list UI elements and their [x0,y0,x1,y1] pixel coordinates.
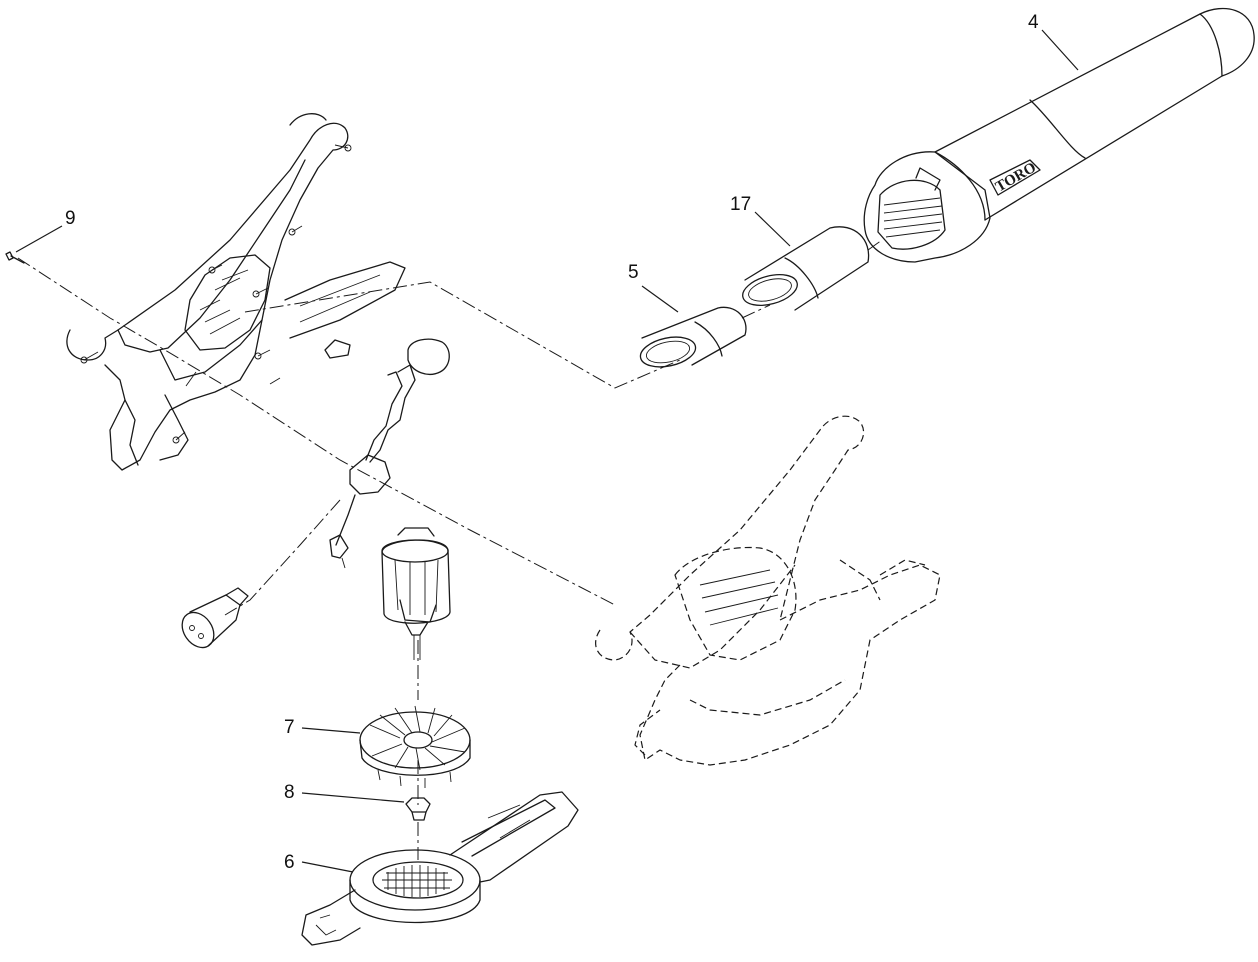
switch-wire-harness [329,338,450,569]
leader-line-4 [1041,29,1079,71]
leader-line-6 [301,861,354,873]
brand-mark: TORO [993,160,1039,196]
lower-housing-part-6 [301,791,579,946]
callout-4: 4 [1028,12,1039,33]
nut-part-8 [405,797,431,821]
callout-labels: 4 17 5 9 7 8 6 [65,12,1039,873]
fan-impeller-part-7 [359,705,471,788]
callout-17: 17 [730,194,751,215]
screw-part-9 [5,251,25,264]
leader-line-5 [641,285,679,313]
assembled-housing-ghost [595,415,941,766]
callout-8: 8 [284,782,295,803]
callout-7: 7 [284,717,295,738]
left-housing-half [66,113,406,471]
callout-9: 9 [65,208,76,229]
power-cord-plug [181,587,249,649]
blower-tube-part-4: TORO [863,7,1255,263]
callout-6: 6 [284,852,295,873]
leader-line-7 [301,727,361,734]
leader-line-8 [301,792,405,803]
motor-assembly [381,527,451,660]
callout-5: 5 [628,262,639,283]
nozzle-part-5 [639,306,747,368]
leader-line-9 [15,225,63,253]
assembly-centerlines [17,239,883,860]
leader-line-17 [754,211,791,247]
nozzle-adapter-part-17 [742,226,870,311]
leader-lines [15,29,1079,873]
